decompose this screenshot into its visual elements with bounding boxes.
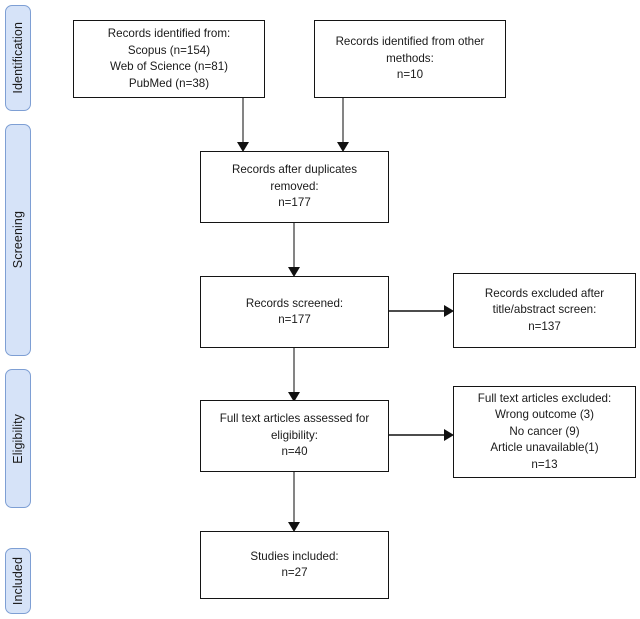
box-records-after-duplicates-removed-text: Records after duplicates removed: n=177 (231, 163, 358, 210)
connector-full-text-assessed-to-full-text-excluded (388, 429, 454, 441)
box-records-excluded-title-abstract: Records excluded after title/abstract sc… (453, 273, 636, 348)
box-full-text-articles-excluded: Full text articles excluded: Wrong outco… (453, 386, 636, 478)
box-records-identified-databases-text: Records identified from: Scopus (n=154) … (107, 27, 231, 90)
box-records-after-duplicates-removed: Records after duplicates removed: n=177 (200, 151, 389, 223)
stage-tab-included: Included (5, 548, 31, 614)
box-full-text-articles-assessed-text: Full text articles assessed for eligibil… (219, 412, 370, 459)
box-records-identified-other-methods: Records identified from other methods: n… (314, 20, 506, 98)
box-records-identified-other-methods-text: Records identified from other methods: n… (335, 35, 485, 82)
box-records-screened: Records screened: n=177 (200, 276, 389, 348)
connector-after-duplicates-to-screened (288, 222, 300, 277)
box-records-excluded-title-abstract-text: Records excluded after title/abstract sc… (484, 286, 605, 333)
stage-tab-identification: Identification (5, 5, 31, 111)
stage-tab-screening: Screening (5, 124, 31, 356)
box-full-text-articles-excluded-text: Full text articles excluded: Wrong outco… (477, 391, 612, 471)
connector-screened-to-excluded-title-abstract (388, 305, 454, 317)
box-records-identified-databases: Records identified from: Scopus (n=154) … (73, 20, 265, 98)
box-studies-included: Studies included: n=27 (200, 531, 389, 599)
box-studies-included-text: Studies included: n=27 (250, 549, 339, 580)
connector-screened-to-full-text-assessed (288, 347, 300, 402)
connector-identified-other-to-after-duplicates (337, 97, 349, 152)
box-records-screened-text: Records screened: n=177 (245, 296, 344, 327)
stage-tab-eligibility: Eligibility (5, 369, 31, 508)
box-full-text-articles-assessed: Full text articles assessed for eligibil… (200, 400, 389, 472)
connector-identified-databases-to-after-duplicates (237, 97, 249, 152)
connector-full-text-assessed-to-studies-included (288, 472, 300, 532)
